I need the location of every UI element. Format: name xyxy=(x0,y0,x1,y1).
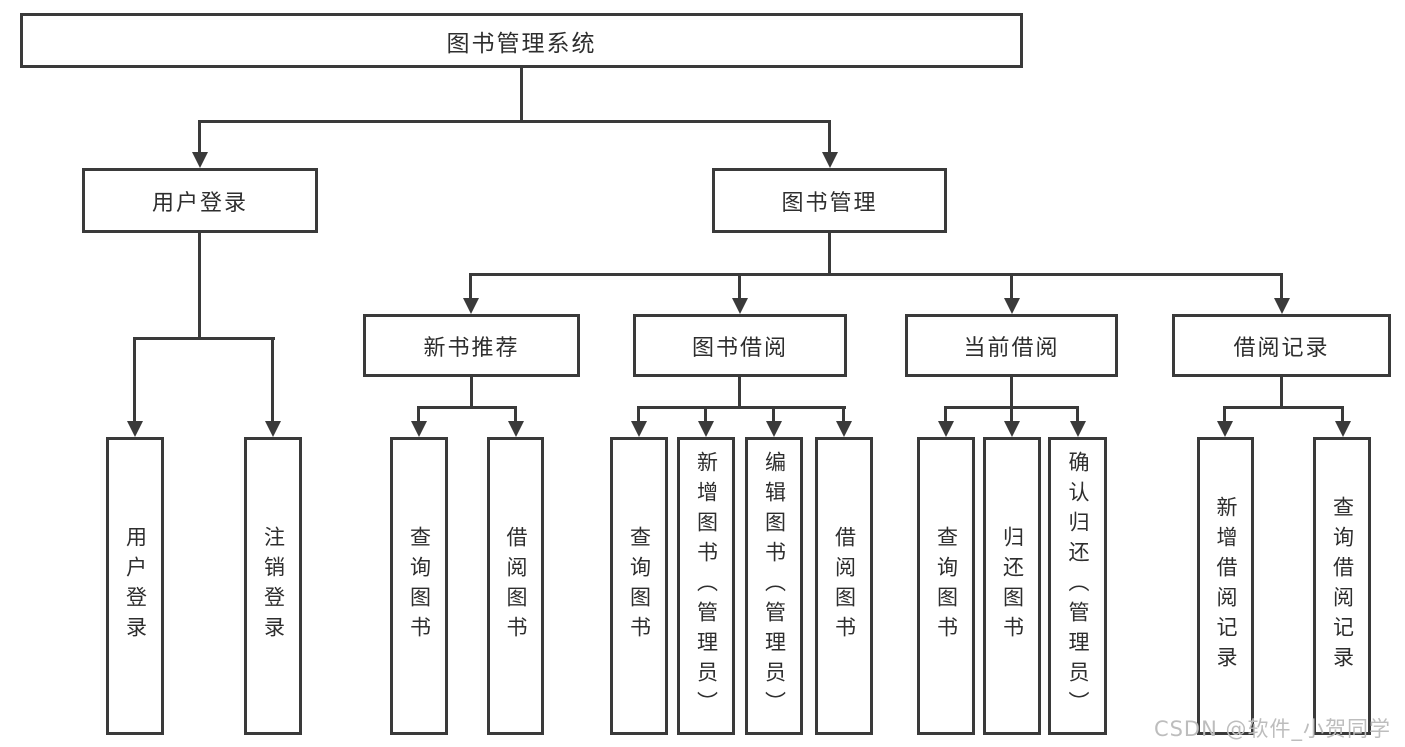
node-label: 图书管理 xyxy=(781,190,878,216)
arrow-down-icon xyxy=(1004,421,1020,437)
connector-stem xyxy=(944,406,947,421)
connector-stem xyxy=(1010,273,1013,298)
arrow-down-icon xyxy=(631,421,647,437)
node-current-borrowing: 当前借阅 xyxy=(905,314,1118,377)
leaf-label: 新增图书（管理员） xyxy=(694,451,719,721)
arrow-down-icon xyxy=(938,421,954,437)
leaf-add-borrow-record: 新增借阅记录 xyxy=(1197,437,1254,735)
connector-borrow-stem xyxy=(738,377,741,409)
connector-stem xyxy=(1280,273,1283,298)
node-label: 图书借阅 xyxy=(691,335,788,361)
connector-stem xyxy=(469,273,472,298)
connector-current-stem xyxy=(1010,377,1013,409)
leaf-label: 编辑图书（管理员） xyxy=(762,451,787,721)
arrow-down-icon xyxy=(127,421,143,437)
leaf-borrow-books: 借阅图书 xyxy=(815,437,873,735)
connector-borrow-branch xyxy=(638,406,846,409)
connector-newbook-branch xyxy=(418,406,517,409)
connector-stem xyxy=(772,406,775,421)
csdn-watermark: CSDN @软件_小贺同学 xyxy=(1153,717,1391,741)
leaf-label: 借阅图书 xyxy=(832,526,857,646)
arrow-down-icon xyxy=(1274,298,1290,314)
leaf-return-book: 归还图书 xyxy=(983,437,1041,735)
node-new-book-recommendation: 新书推荐 xyxy=(363,314,580,377)
leaf-query-books-recommend: 查询图书 xyxy=(390,437,448,735)
node-borrowing-records: 借阅记录 xyxy=(1172,314,1391,377)
connector-user-login-branch xyxy=(134,337,275,340)
node-book-borrowing: 图书借阅 xyxy=(633,314,847,377)
arrow-down-icon xyxy=(463,298,479,314)
connector-stem xyxy=(828,120,831,152)
leaf-label: 查询图书 xyxy=(934,526,959,646)
leaf-logout: 注销登录 xyxy=(244,437,302,735)
leaf-label: 新增借阅记录 xyxy=(1214,496,1238,676)
leaf-confirm-return-admin: 确认归还（管理员） xyxy=(1048,437,1107,735)
connector-stem xyxy=(417,406,420,421)
leaf-label: 查询借阅记录 xyxy=(1330,496,1355,676)
connector-stem xyxy=(133,337,136,421)
leaf-add-book-admin: 新增图书（管理员） xyxy=(677,437,735,735)
node-user-login: 用户登录 xyxy=(82,168,318,233)
arrow-down-icon xyxy=(1335,421,1351,437)
connector-stem xyxy=(637,406,640,421)
node-label: 图书管理系统 xyxy=(446,30,597,57)
connector-stem xyxy=(271,337,274,421)
connector-stem xyxy=(704,406,707,421)
node-book-management: 图书管理 xyxy=(712,168,947,233)
connector-stem xyxy=(1010,406,1013,421)
arrow-down-icon xyxy=(1004,298,1020,314)
leaf-label: 查询图书 xyxy=(407,526,432,646)
connector-stem xyxy=(198,120,201,152)
connector-root-branch xyxy=(199,120,831,123)
leaf-label: 借阅图书 xyxy=(504,526,528,646)
leaf-label: 查询图书 xyxy=(627,526,652,646)
leaf-borrow-books-recommend: 借阅图书 xyxy=(487,437,544,735)
leaf-query-books-borrow: 查询图书 xyxy=(610,437,668,735)
leaf-label: 用户登录 xyxy=(123,526,148,646)
arrow-down-icon xyxy=(698,421,714,437)
leaf-query-borrow-record: 查询借阅记录 xyxy=(1313,437,1371,735)
arrow-down-icon xyxy=(508,421,524,437)
arrow-down-icon xyxy=(265,421,281,437)
connector-records-stem xyxy=(1280,377,1283,409)
leaf-label: 归还图书 xyxy=(1000,526,1025,646)
arrow-down-icon xyxy=(822,152,838,168)
connector-user-login-stem xyxy=(198,233,201,339)
node-library-management-system: 图书管理系统 xyxy=(20,13,1023,68)
node-label: 当前借阅 xyxy=(963,335,1060,361)
connector-book-mgmt-stem xyxy=(828,233,831,275)
arrow-down-icon xyxy=(732,298,748,314)
arrow-down-icon xyxy=(1070,421,1086,437)
node-label: 新书推荐 xyxy=(423,335,520,361)
leaf-label: 确认归还（管理员） xyxy=(1066,451,1090,721)
arrow-down-icon xyxy=(766,421,782,437)
node-label: 借阅记录 xyxy=(1233,335,1330,361)
connector-book-mgmt-branch xyxy=(470,273,1283,276)
arrow-down-icon xyxy=(192,152,208,168)
arrow-down-icon xyxy=(411,421,427,437)
arrow-down-icon xyxy=(1217,421,1233,437)
connector-stem xyxy=(738,273,741,298)
connector-stem xyxy=(1341,406,1344,421)
arrow-down-icon xyxy=(836,421,852,437)
connector-stem xyxy=(842,406,845,421)
connector-stem xyxy=(1076,406,1079,421)
connector-newbook-stem xyxy=(470,377,473,409)
node-label: 用户登录 xyxy=(151,190,248,216)
leaf-edit-book-admin: 编辑图书（管理员） xyxy=(745,437,803,735)
leaf-label: 注销登录 xyxy=(261,526,286,646)
connector-root-stem xyxy=(520,68,523,123)
leaf-query-books-current: 查询图书 xyxy=(917,437,975,735)
connector-stem xyxy=(514,406,517,421)
leaf-user-login: 用户登录 xyxy=(106,437,164,735)
connector-stem xyxy=(1223,406,1226,421)
connector-records-branch xyxy=(1224,406,1344,409)
